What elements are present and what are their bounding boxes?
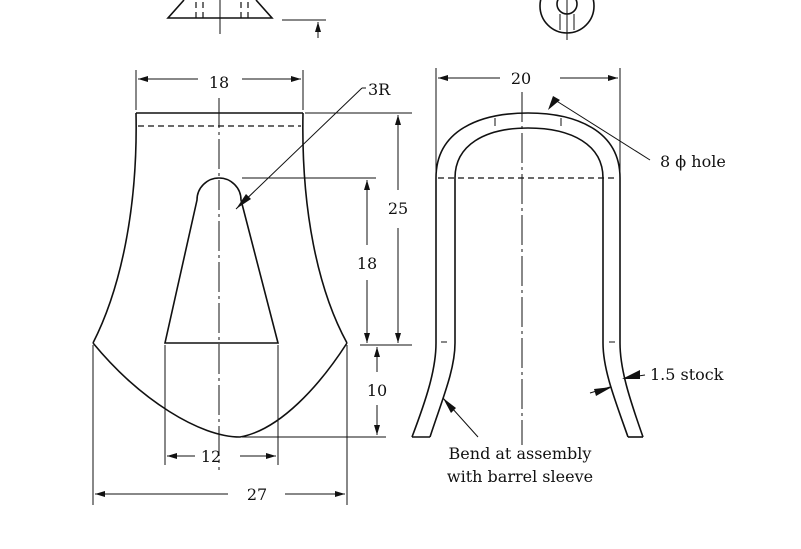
dim-bottom-width: 27	[247, 485, 267, 504]
top-partial-view-right	[539, 0, 595, 40]
dim-lower-height: 10	[367, 381, 387, 400]
flat-pattern-view: 18 3R 25 18 10 12 27	[92, 70, 412, 505]
dim-slot-bottom-width: 12	[201, 447, 221, 466]
hole-note: 8 ϕ hole	[660, 152, 726, 171]
dim-top-width: 18	[209, 73, 229, 92]
dim-slot-height: 18	[357, 254, 377, 273]
top-partial-view-left	[166, 0, 326, 38]
dim-slot-radius: 3R	[368, 80, 391, 99]
dim-width-20: 20	[511, 69, 531, 88]
stock-note: 1.5 stock	[650, 365, 724, 384]
formed-clip-view: 20 8 ϕ hole 1.5 stock Bend at assembly w…	[411, 68, 726, 486]
bend-note-line2: with barrel sleeve	[447, 467, 593, 486]
dim-height-25: 25	[388, 199, 408, 218]
bend-note-line1: Bend at assembly	[449, 444, 592, 463]
